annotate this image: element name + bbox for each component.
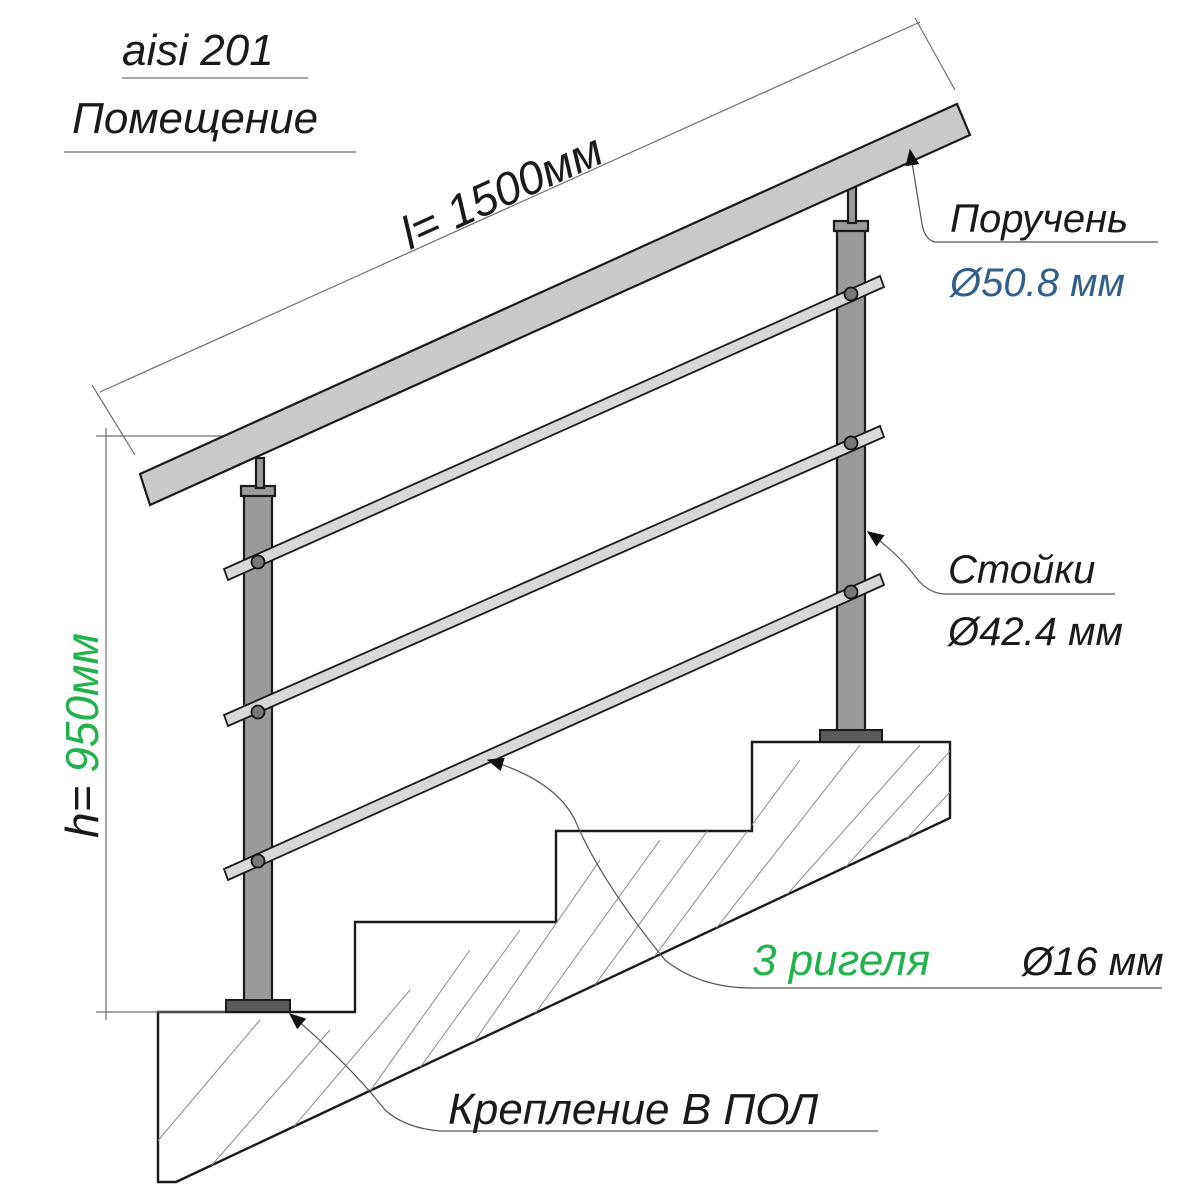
crossbar-connectors (250, 286, 859, 869)
connector-left-middle (250, 704, 266, 720)
material-label: aisi 201 (122, 26, 274, 75)
height-value: 950мм (56, 633, 108, 773)
connector-left-bottom (250, 853, 266, 869)
connector-right-bottom (843, 584, 859, 600)
mounting-label: Крепление В ПОЛ (448, 1085, 819, 1134)
base-plate-right (819, 729, 883, 743)
crossbars-name: 3 ригеля (752, 936, 930, 985)
handrail-name: Поручень (950, 197, 1128, 241)
length-dimension: l= 1500мм (91, 17, 956, 456)
connector-right-top (843, 286, 859, 302)
handrail-callout: Поручень Ø50.8 мм (905, 148, 1158, 305)
crossbar-middle (222, 424, 886, 728)
base-plate-left (225, 999, 291, 1013)
height-prefix: h= (56, 773, 108, 838)
crossbars-callout: 3 ригеля Ø16 мм (486, 757, 1164, 989)
crossbars (222, 274, 886, 882)
posts-name: Стойки (948, 548, 1095, 592)
height-dimension: h= 950мм (56, 428, 236, 1020)
handrail-diameter: Ø50.8 мм (948, 261, 1125, 305)
header: aisi 201 Помещение (64, 26, 356, 153)
length-label: l= 1500мм (393, 123, 611, 259)
connector-left-top (250, 554, 266, 570)
post-left (239, 456, 277, 1004)
crossbar-top (222, 274, 886, 582)
post-right (832, 183, 870, 734)
crossbar-bottom (222, 572, 886, 882)
connector-right-middle (843, 435, 859, 451)
height-label: h= 950мм (56, 633, 108, 838)
posts-diameter: Ø42.4 мм (946, 610, 1123, 654)
mounting-callout: Крепление В ПОЛ (288, 1013, 878, 1134)
posts-callout: Стойки Ø42.4 мм (866, 531, 1123, 654)
crossbars-diameter: Ø16 мм (1020, 940, 1164, 984)
handrail (138, 102, 972, 507)
location-label: Помещение (72, 94, 318, 143)
